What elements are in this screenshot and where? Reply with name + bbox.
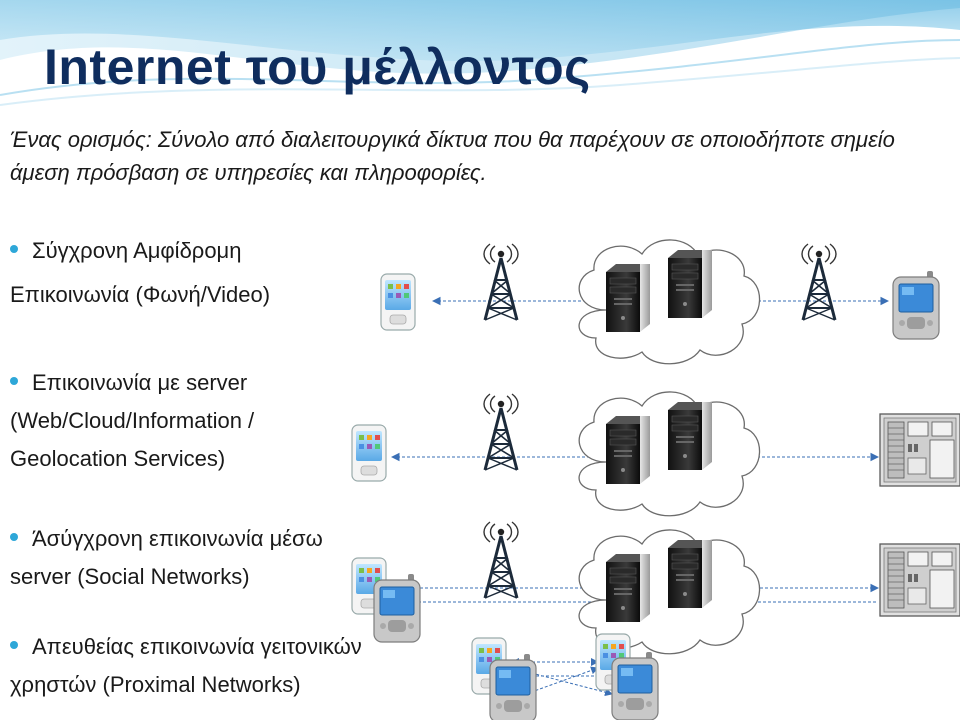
pda-phone-icon [373, 573, 421, 643]
bullet-dot [10, 533, 18, 542]
pda-phone-icon [489, 653, 537, 720]
bullet-dot [10, 641, 18, 650]
antenna-tower-icon [482, 242, 520, 322]
bullet-dot [10, 377, 18, 386]
antenna-tower-icon [482, 392, 520, 472]
pda-phone-icon [892, 270, 940, 340]
link-line-row4d [525, 666, 599, 696]
definition-text: Σύνολο από διαλειτουργικά δίκτυα που θα … [10, 127, 895, 185]
bullet-server-communication: Επικοινωνία με server (Web/Cloud/Informa… [10, 370, 255, 471]
bullet-async-communication: Άσύγχρονη επικοινωνία μέσω server (Socia… [10, 526, 323, 589]
server-rack-icon [879, 543, 960, 617]
bullet-sync-communication: Σύγχρονη Αμφίδρομη Επικοινωνία (Φωνή/Vid… [10, 238, 271, 307]
header-waves [0, 0, 960, 106]
antenna-tower-icon [800, 242, 838, 322]
pda-phone-icon [611, 651, 659, 720]
smartphone-icon [351, 424, 387, 482]
slide-title: Internet του μέλλοντος [44, 39, 591, 95]
antenna-tower-icon [482, 520, 520, 600]
definition: Ένας ορισμός: Σύνολο από διαλειτουργικά … [10, 123, 910, 189]
server-cloud-icon [579, 392, 759, 516]
bullet-proximal-communication: Απευθείας επικοινωνία γειτονικών χρηστών… [10, 634, 362, 697]
server-cloud-icon [579, 240, 759, 364]
definition-label: Ένας ορισμός: [10, 127, 152, 152]
smartphone-icon [380, 273, 416, 331]
bullet-dot [10, 245, 18, 254]
server-rack-icon [879, 413, 960, 487]
